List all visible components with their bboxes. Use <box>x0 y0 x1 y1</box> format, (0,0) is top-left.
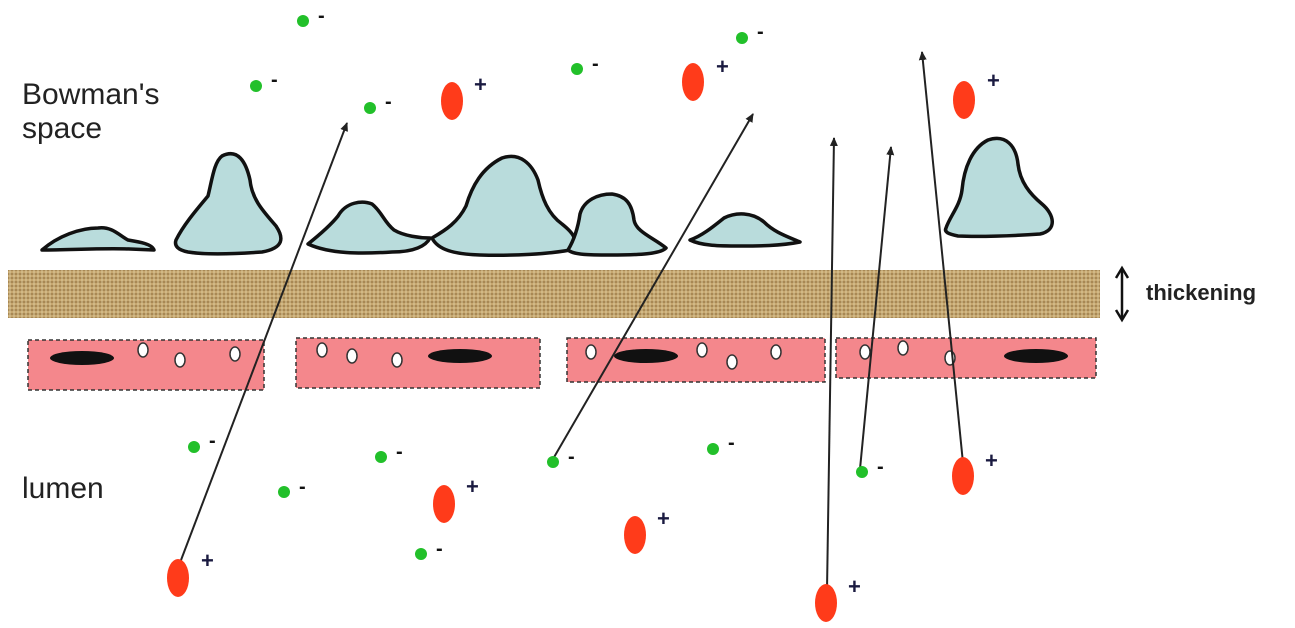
minus-sign: - <box>209 430 216 452</box>
minus-sign: - <box>396 441 403 463</box>
minus-sign: - <box>299 476 306 498</box>
podocyte-1 <box>42 228 154 250</box>
endothelial-cell-3 <box>567 338 825 382</box>
podocyte-4 <box>432 156 575 255</box>
minus-sign: - <box>436 538 443 560</box>
lumen-label: lumen <box>22 472 104 506</box>
podocyte-layer <box>42 138 1052 255</box>
minus-sign: - <box>877 456 884 478</box>
bowmans-label-line1: Bowman's <box>22 78 159 112</box>
minus-sign: - <box>271 69 278 91</box>
bowmans-label-line2: space <box>22 112 159 146</box>
minus-sign: - <box>385 91 392 113</box>
filtration-arrows <box>178 52 963 590</box>
arrow-cation-bottom <box>827 138 834 590</box>
plus-sign: + <box>201 548 214 573</box>
plus-sign: + <box>466 474 479 499</box>
plus-sign: + <box>985 448 998 473</box>
thickening-double-arrow <box>1116 268 1128 320</box>
endothelial-cell-2 <box>296 338 540 388</box>
podocyte-2 <box>176 154 281 254</box>
plus-sign: + <box>716 54 729 79</box>
minus-sign: - <box>568 446 575 468</box>
minus-sign: - <box>728 432 735 454</box>
podocyte-5 <box>568 194 666 255</box>
podocyte-7 <box>946 138 1053 236</box>
endothelium-layer <box>28 338 1096 390</box>
plus-sign: + <box>474 72 487 97</box>
podocyte-6 <box>690 214 800 246</box>
podocyte-3 <box>308 202 430 253</box>
basement-membrane <box>8 270 1100 318</box>
minus-sign: - <box>757 21 764 43</box>
bowmans-space-label: Bowman's space <box>22 78 159 146</box>
plus-sign: + <box>987 68 1000 93</box>
plus-sign: + <box>657 506 670 531</box>
thickening-label: thickening <box>1146 280 1256 306</box>
plus-signs: + + + + + + + + <box>201 54 1000 599</box>
minus-sign: - <box>318 5 325 27</box>
plus-sign: + <box>848 574 861 599</box>
minus-sign: - <box>592 53 599 75</box>
